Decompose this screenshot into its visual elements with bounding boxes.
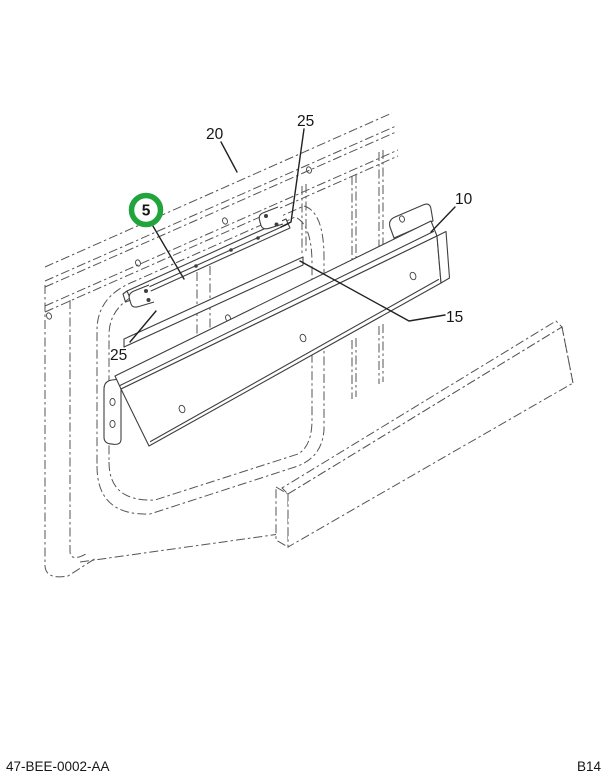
- callout-5-label: 5: [142, 203, 151, 220]
- leader-25-top: [280, 128, 305, 228]
- leader-20: [220, 141, 238, 173]
- strip-part15: [123, 256, 304, 348]
- leader-25-bottom: [129, 310, 157, 343]
- clip-right-part25: [258, 206, 284, 230]
- panel-rib-lines: [137, 150, 384, 399]
- beam-left-flange: [103, 378, 122, 445]
- sill-strip-phantom: [275, 320, 574, 548]
- clip-left-part25: [128, 284, 155, 308]
- drawing-number: 47-BEE-0002-AA: [6, 759, 110, 774]
- footer: 47-BEE-0002-AA B14: [6, 759, 602, 774]
- page-code: B14: [577, 759, 602, 774]
- beam-rear-bracket: [389, 203, 434, 239]
- leader-15: [299, 260, 446, 322]
- callout-10-label: 10: [455, 191, 473, 208]
- leader-10: [430, 206, 456, 233]
- leader-5: [149, 220, 185, 280]
- highlight-circle: [128, 192, 164, 228]
- callout-labels: 20 25 10 15 25 5: [110, 113, 473, 364]
- callout-25-bottom-label: 25: [110, 347, 127, 364]
- beam-part10: [103, 220, 451, 447]
- top-rail-phantom: [44, 112, 399, 320]
- leader-lines: [129, 128, 456, 343]
- callout-20-label: 20: [206, 126, 224, 143]
- callout-25-top-label: 25: [297, 113, 314, 130]
- callout-15-label: 15: [446, 309, 463, 326]
- beam-end-cap: [436, 230, 451, 284]
- body-panel-outline: [44, 285, 288, 578]
